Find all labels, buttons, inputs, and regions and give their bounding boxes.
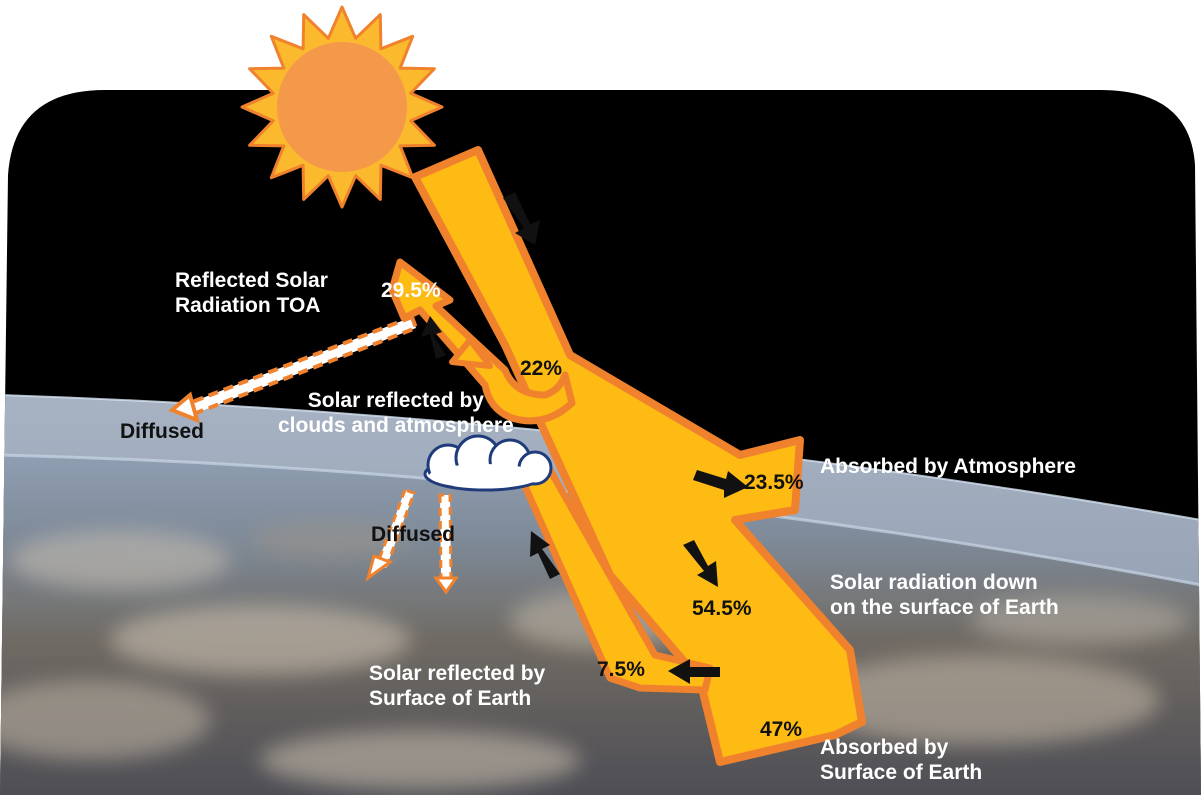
- up-arrow-icon-2: [530, 531, 560, 579]
- up-arrow-icon: [421, 316, 446, 359]
- label-line: Reflected Solar: [175, 269, 328, 292]
- label-line: Radiation TOA: [175, 294, 321, 318]
- down-arrow-icon-2: [683, 540, 718, 587]
- surface-reflected-percentage: 7.5%: [597, 658, 645, 681]
- diffused-arrows-cloud: [365, 488, 459, 595]
- label-line: Solar reflected by: [369, 662, 546, 685]
- cloud-icon: [423, 434, 553, 492]
- diffused-label-cloud: Diffused: [371, 523, 455, 546]
- label-line: Solar radiation down: [830, 571, 1038, 594]
- diffused-arrow-left: [184, 314, 419, 418]
- absorbed-atmosphere-label: Absorbed by Atmosphere: [820, 455, 1076, 478]
- incoming-radiation-band: [411, 146, 866, 766]
- label-line: Surface of Earth: [820, 761, 983, 785]
- atmosphere-percentage: 23.5%: [744, 471, 804, 494]
- diffused-label-left: Diffused: [120, 420, 204, 443]
- cloud-reflection-arrowhead: [449, 337, 493, 369]
- surface-reflection-band: [516, 466, 714, 694]
- left-arrow-icon: [668, 659, 720, 684]
- label-line: Absorbed by: [820, 736, 949, 759]
- sun-icon: [240, 5, 444, 209]
- label-line: Solar reflected by: [307, 389, 484, 412]
- direction-arrows: [421, 192, 748, 684]
- reflected-toa-band: [388, 258, 576, 425]
- main-radiation-arrow: [388, 146, 866, 766]
- surface-absorbed-percentage: 47%: [760, 718, 803, 741]
- label-line: on the surface of Earth: [830, 596, 1059, 620]
- toa-percentage: 29.5%: [381, 279, 441, 302]
- right-arrow-icon: [693, 470, 748, 498]
- down-arrow-icon: [503, 192, 540, 245]
- label-line: Surface of Earth: [369, 687, 532, 711]
- diffused-arrows-left: [168, 314, 419, 424]
- down-percentage: 54.5%: [692, 597, 752, 620]
- clouds-percentage: 22%: [520, 357, 563, 380]
- label-line: clouds and atmosphere: [278, 414, 514, 438]
